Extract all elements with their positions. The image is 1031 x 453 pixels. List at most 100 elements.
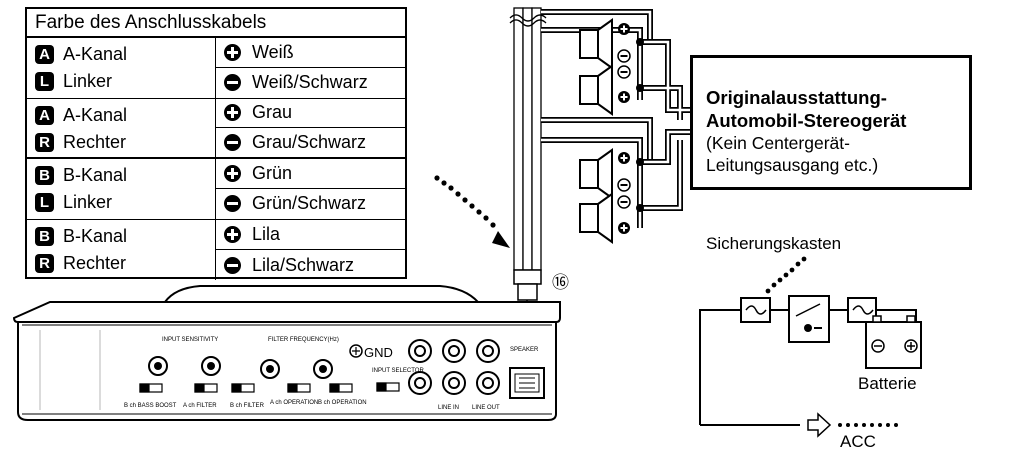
minus-icon: [224, 195, 241, 213]
side-label: Rechter: [63, 252, 127, 273]
side-badge: R: [35, 132, 54, 152]
table-group-a-left: A A-Kanal L Linker Weiß Weiß/Schwarz: [27, 38, 405, 99]
channel-label: B-Kanal: [63, 165, 128, 185]
minus-icon: [224, 134, 241, 152]
plus-icon: [224, 165, 241, 183]
minus-color: Grün/Schwarz: [252, 193, 367, 214]
fuse-2: [847, 297, 877, 323]
acc-arrow-icon: [807, 412, 898, 438]
plus-color: Grau: [252, 102, 293, 123]
amp-label-filter-frequency: FILTER FREQUENCY(Hz): [268, 337, 339, 343]
fuse-1: [740, 297, 771, 323]
minus-icon: [224, 74, 241, 92]
battery-icon: [865, 315, 922, 369]
side-badge: R: [35, 253, 54, 273]
channel-label: A-Kanal: [63, 104, 128, 125]
stereo-title-line2: Automobil-Stereogerät: [706, 110, 907, 131]
gnd-label: GND: [364, 345, 393, 360]
plus-row: Grün: [216, 159, 405, 190]
plus-icon: [224, 104, 241, 122]
plus-color: Lila: [252, 223, 281, 244]
minus-color: Lila/Schwarz: [252, 254, 355, 275]
table-group-b-left: B B-Kanal L Linker Grün Grün/Schwarz: [27, 159, 405, 220]
side-label: Linker: [63, 71, 113, 91]
channel-row: A A-Kanal: [27, 41, 215, 68]
stereo-sub-line1: (Kein Centergerät-: [706, 133, 850, 153]
plus-color: Weiß: [252, 42, 294, 63]
gnd-terminal-icon: [349, 344, 363, 358]
amp-label-a-operation: A ch OPERATION: [270, 400, 318, 406]
color-cell: Grün Grün/Schwarz: [216, 159, 405, 219]
amp-label-b-operation: B ch OPERATION: [318, 400, 367, 406]
acc-label: ACC: [840, 432, 876, 451]
minus-row: Lila/Schwarz: [216, 250, 405, 280]
speaker-a-right: [579, 64, 613, 116]
amp-label-a-filter: A ch FILTER: [183, 403, 217, 409]
amp-label-input-selector: INPUT SELECTOR: [372, 368, 424, 374]
speaker-b-right: [579, 192, 613, 244]
fuse-box-leader: [765, 256, 807, 294]
battery-label: Batterie: [858, 374, 917, 393]
amp-label-line-out: LINE OUT: [472, 405, 500, 411]
channel-cell: B B-Kanal L Linker: [27, 159, 216, 219]
power-circuit: [699, 309, 917, 426]
plus-icon: [224, 44, 241, 62]
side-badge: L: [35, 72, 54, 91]
color-cell: Weiß Weiß/Schwarz: [216, 38, 405, 98]
side-row: L Linker: [27, 68, 215, 95]
table-group-a-right: A A-Kanal R Rechter Grau Grau/Schwarz: [27, 98, 405, 159]
table-title: Farbe des Anschlusskabels: [27, 9, 405, 38]
speaker-b-left: [579, 148, 613, 200]
ignition-switch-icon: [788, 295, 830, 343]
channel-badge: B: [35, 226, 54, 246]
channel-badge: B: [35, 166, 54, 185]
channel-badge: A: [35, 105, 54, 125]
dotted-arrow-to-connector: [434, 175, 510, 248]
fuse-box-label: Sicherungskasten: [706, 234, 842, 253]
minus-row: Grau/Schwarz: [216, 128, 405, 157]
plus-color: Grün: [252, 163, 293, 184]
stereo-unit-box: Originalausstattung- Automobil-Stereoger…: [690, 55, 972, 190]
side-row: L Linker: [27, 189, 215, 216]
channel-row: A A-Kanal: [27, 102, 215, 129]
plus-icon: [224, 225, 241, 243]
stereo-sub-line2: Leitungsausgang etc.): [706, 155, 879, 175]
input-sensitivity-knobs: [148, 356, 221, 376]
color-cell: Lila Lila/Schwarz: [216, 220, 405, 281]
speaker-socket: [509, 367, 545, 399]
panel-switches: [139, 382, 400, 393]
amp-label-line-in: LINE IN: [438, 405, 459, 411]
minus-color: Grau/Schwarz: [252, 132, 367, 153]
amp-label-bass-boost: B ch BASS BOOST: [124, 403, 177, 409]
minus-row: Weiß/Schwarz: [216, 68, 405, 97]
stereo-title-line1: Originalausstattung-: [706, 87, 887, 108]
speaker-polarity-icons: [617, 23, 644, 234]
channel-row: B B-Kanal: [27, 162, 215, 189]
plus-row: Weiß: [216, 38, 405, 69]
minus-row: Grün/Schwarz: [216, 189, 405, 218]
channel-cell: A A-Kanal L Linker: [27, 38, 216, 98]
side-badge: L: [35, 193, 54, 212]
plus-row: Grau: [216, 99, 405, 129]
minus-icon: [224, 256, 241, 274]
channel-badge: A: [35, 45, 54, 64]
amp-label-input-sensitivity: INPUT SENSITIVITY: [162, 337, 218, 343]
amp-label-speaker: SPEAKER: [510, 347, 539, 353]
side-label: Rechter: [63, 131, 127, 152]
filter-frequency-knobs: [260, 359, 333, 379]
channel-cell: A A-Kanal R Rechter: [27, 98, 216, 157]
wire-color-table: Farbe des Anschlusskabels A A-Kanal L Link…: [25, 7, 407, 281]
speaker-a-left: [579, 18, 613, 70]
minus-color: Weiß/Schwarz: [252, 72, 368, 93]
channel-label: A-Kanal: [63, 44, 128, 64]
plus-row: Lila: [216, 220, 405, 251]
side-label: Linker: [63, 192, 113, 212]
side-row: R Rechter: [27, 129, 215, 156]
side-row: R Rechter: [27, 250, 215, 277]
speaker-cable-bundle: [509, 7, 547, 271]
amp-label-b-filter: B ch FILTER: [230, 403, 265, 409]
